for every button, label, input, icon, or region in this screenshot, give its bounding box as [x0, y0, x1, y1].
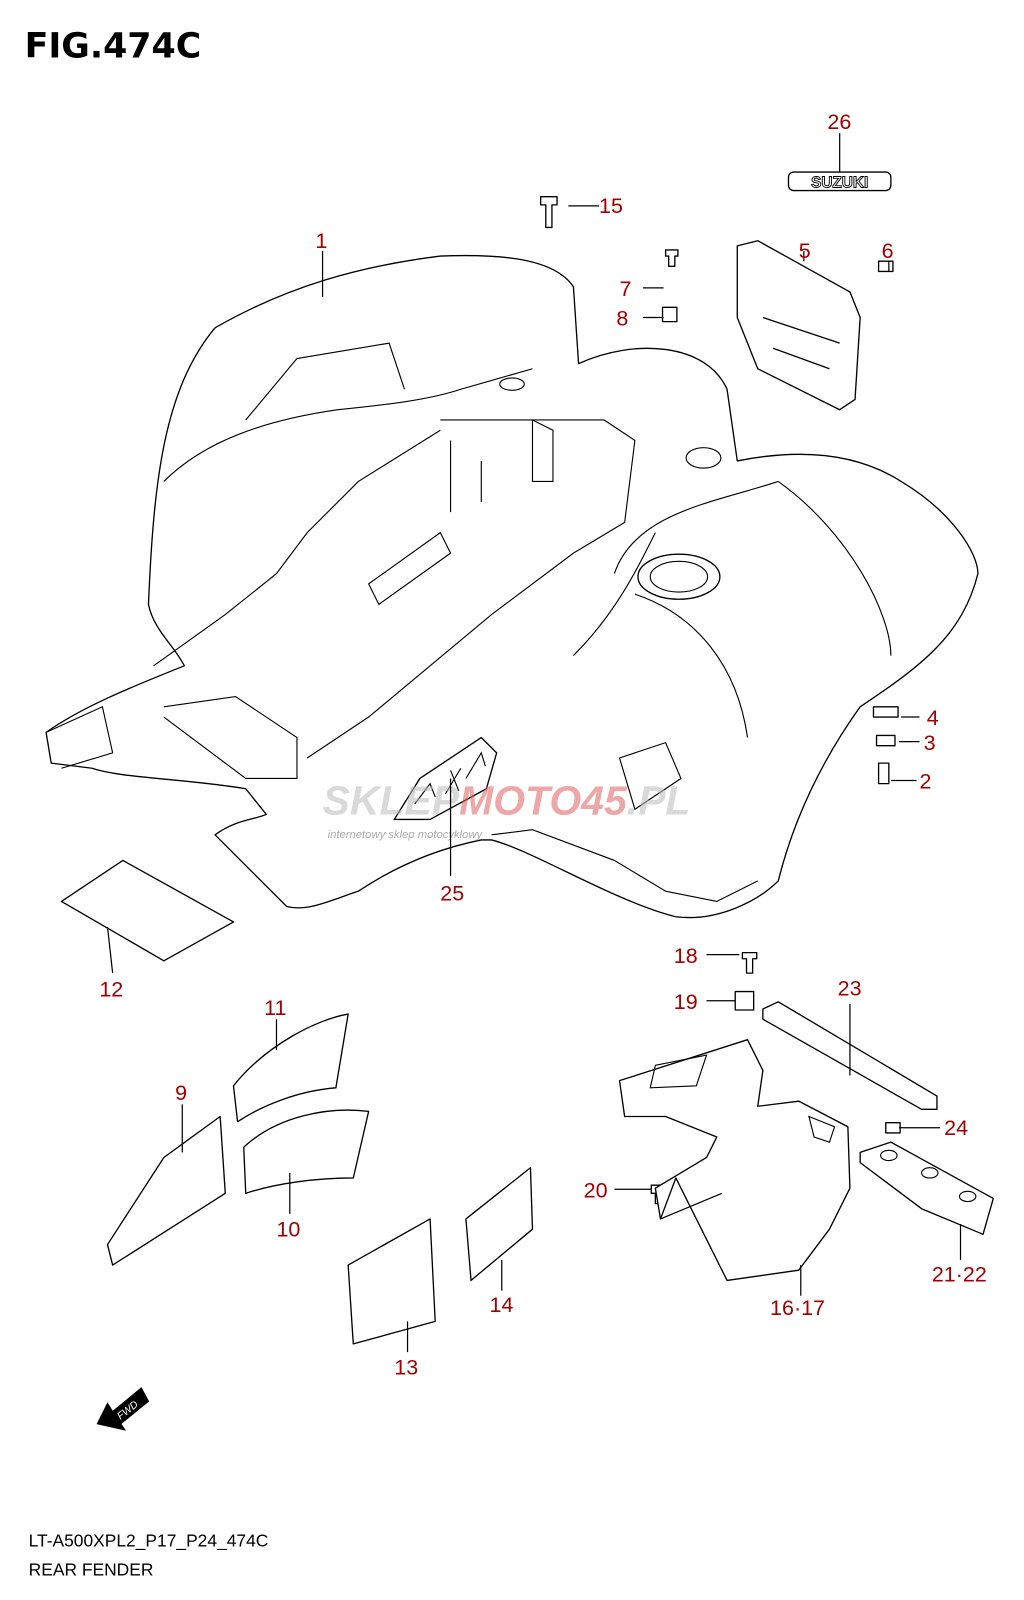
pad-part-10: [243, 1109, 370, 1195]
figure-code: LT-A500XPL2_P17_P24_474C: [29, 1531, 269, 1551]
callout-25: 25: [440, 881, 464, 905]
callout-11: 11: [264, 996, 286, 1020]
pad-part-13: [347, 1218, 436, 1345]
svg-text:internetowy sklep motocyklowy: internetowy sklep motocyklowy: [328, 829, 484, 841]
callout-9: 9: [175, 1081, 187, 1105]
callout-8: 8: [616, 307, 628, 331]
callout-12: 12: [99, 978, 123, 1002]
figure-title: FIG.474C: [25, 26, 202, 66]
callout-2: 2: [920, 770, 932, 794]
decal-4x4-part-25: [393, 736, 498, 821]
callout-3: 3: [924, 731, 936, 755]
svg-text:SKLEPMOTO45.PL: SKLEPMOTO45.PL: [323, 777, 691, 823]
pad-part-9: [106, 1115, 226, 1266]
pad-part-12: [60, 859, 235, 962]
callout-5: 5: [799, 239, 811, 263]
guard-part-21-22: [859, 1141, 994, 1235]
callout-15: 15: [599, 194, 623, 218]
svg-text:SUZUKI: SUZUKI: [811, 174, 868, 191]
mud-flap-part-16-17: [618, 1039, 851, 1282]
bracket-part-5: [736, 240, 861, 411]
figure-name: REAR FENDER: [29, 1559, 154, 1579]
leader-lines: [106, 133, 962, 1353]
callout-19: 19: [674, 990, 698, 1014]
callout-21-22: 21·22: [932, 1262, 987, 1286]
callout-13: 13: [394, 1356, 418, 1380]
callout-18: 18: [674, 944, 698, 968]
callout-4: 4: [927, 706, 939, 730]
callout-14: 14: [489, 1293, 513, 1317]
fwd-arrow-icon: FWD: [96, 1387, 150, 1431]
watermark: SKLEPMOTO45.PL internetowy sklep motocyk…: [323, 777, 691, 841]
callout-6: 6: [882, 239, 894, 263]
suzuki-emblem-part-26: SUZUKI: [787, 171, 892, 192]
callout-1: 1: [315, 229, 327, 253]
callout-labels: 1 2 3 4 5 6 7 8 9 10 11 12 13 14 15 16·1…: [99, 110, 987, 1380]
callout-26: 26: [827, 110, 851, 134]
pad-part-14: [465, 1167, 534, 1282]
callout-23: 23: [838, 977, 862, 1001]
callout-7: 7: [620, 277, 632, 301]
callout-16-17: 16·17: [770, 1296, 825, 1320]
rear-fender-body: [45, 254, 979, 919]
pad-part-11: [232, 1013, 349, 1123]
callout-24: 24: [944, 1116, 968, 1140]
callout-20: 20: [584, 1178, 608, 1202]
callout-10: 10: [276, 1217, 300, 1241]
